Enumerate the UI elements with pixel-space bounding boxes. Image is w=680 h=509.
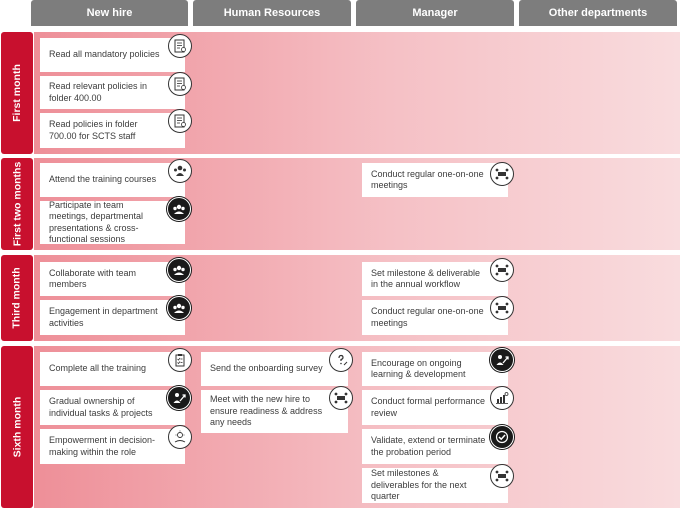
card-read-mandatory-policies: Read all mandatory policies xyxy=(40,38,185,72)
phase-first-two-months: First two months xyxy=(1,158,33,250)
team-group-icon xyxy=(167,197,191,221)
card-text: Read all mandatory policies xyxy=(49,49,160,60)
card-collaborate: Collaborate with team members xyxy=(40,262,185,296)
meeting-table-icon xyxy=(490,296,514,320)
card-attend-training: Attend the training courses xyxy=(40,163,185,197)
card-text: Validate, extend or terminate the probat… xyxy=(371,435,486,457)
team-group-icon xyxy=(167,296,191,320)
card-manager-one-on-one: Conduct regular one-on-one meetings xyxy=(362,163,508,197)
meeting-table-icon xyxy=(490,464,514,488)
checklist-icon xyxy=(168,348,192,372)
meeting-table-icon xyxy=(490,258,514,282)
card-text: Engagement in department activities xyxy=(49,306,158,328)
phase-label: Third month xyxy=(11,267,23,329)
card-send-survey: Send the onboarding survey xyxy=(201,352,348,386)
phase-label: First two months xyxy=(11,161,23,247)
column-header-human-resources: Human Resources xyxy=(193,0,351,26)
card-read-relevant-policies: Read relevant policies in folder 400.00 xyxy=(40,76,185,109)
card-text: Gradual ownership of individual tasks & … xyxy=(49,396,153,418)
phase-sixth-month: Sixth month xyxy=(1,346,33,508)
card-text: Encourage on ongoing learning & developm… xyxy=(371,357,466,380)
card-participate-meetings: Participate in team meetings, department… xyxy=(40,199,185,245)
phase-label: First month xyxy=(11,64,23,122)
card-set-next-quarter: Set milestones & deliverables for the ne… xyxy=(362,468,508,503)
card-empowerment: Empowerment in decision-making within th… xyxy=(40,429,185,464)
card-text: Empowerment in decision-making within th… xyxy=(49,435,156,457)
card-text: Send the onboarding survey xyxy=(210,363,323,374)
phase-third-month: Third month xyxy=(1,255,33,341)
phase-label: Sixth month xyxy=(11,396,24,458)
column-header-new-hire: New hire xyxy=(31,0,188,26)
card-manager-one-on-one-2: Conduct regular one-on-one meetings xyxy=(362,300,508,335)
idea-hand-icon xyxy=(168,425,192,449)
card-set-milestone: Set milestone & deliverable in the annua… xyxy=(362,262,508,296)
card-text: Complete all the training xyxy=(49,363,147,374)
card-text: Read policies in folder 700.00 for SCTS … xyxy=(49,119,138,141)
policy-document-icon xyxy=(168,34,192,58)
policy-document-icon xyxy=(168,72,192,96)
card-text: Set milestones & deliverables for the ne… xyxy=(371,468,467,502)
card-text: Conduct formal performance review xyxy=(371,396,486,418)
meeting-table-icon xyxy=(490,162,514,186)
card-meet-new-hire: Meet with the new hire to ensure readine… xyxy=(201,390,348,433)
card-text: Conduct regular one-on-one meetings xyxy=(371,168,484,191)
card-text: Meet with the new hire to ensure readine… xyxy=(210,394,323,428)
meeting-table-icon xyxy=(329,386,353,410)
column-header-other-departments: Other departments xyxy=(519,0,677,26)
performance-review-icon xyxy=(490,386,514,410)
policy-document-icon xyxy=(168,109,192,133)
column-header-manager: Manager xyxy=(356,0,514,26)
card-gradual-ownership: Gradual ownership of individual tasks & … xyxy=(40,390,185,425)
card-complete-training: Complete all the training xyxy=(40,352,185,386)
phase-first-month: First month xyxy=(1,32,33,154)
person-growth-icon xyxy=(167,386,191,410)
person-growth-icon xyxy=(490,348,514,372)
card-formal-review: Conduct formal performance review xyxy=(362,390,508,425)
card-text: Participate in team meetings, department… xyxy=(49,199,144,245)
card-read-policies-700: Read policies in folder 700.00 for SCTS … xyxy=(40,113,185,148)
card-validate-probation: Validate, extend or terminate the probat… xyxy=(362,429,508,464)
card-text: Read relevant policies in folder 400.00 xyxy=(49,81,148,103)
checkmark-icon xyxy=(490,425,514,449)
card-text: Set milestone & deliverable in the annua… xyxy=(371,267,481,290)
team-group-icon xyxy=(168,159,192,183)
card-engagement: Engagement in department activities xyxy=(40,300,185,335)
team-group-icon xyxy=(167,258,191,282)
card-text: Collaborate with team members xyxy=(49,267,137,290)
card-encourage-learning: Encourage on ongoing learning & developm… xyxy=(362,352,508,386)
question-survey-icon xyxy=(329,348,353,372)
card-text: Attend the training courses xyxy=(49,174,157,185)
card-text: Conduct regular one-on-one meetings xyxy=(371,306,484,328)
